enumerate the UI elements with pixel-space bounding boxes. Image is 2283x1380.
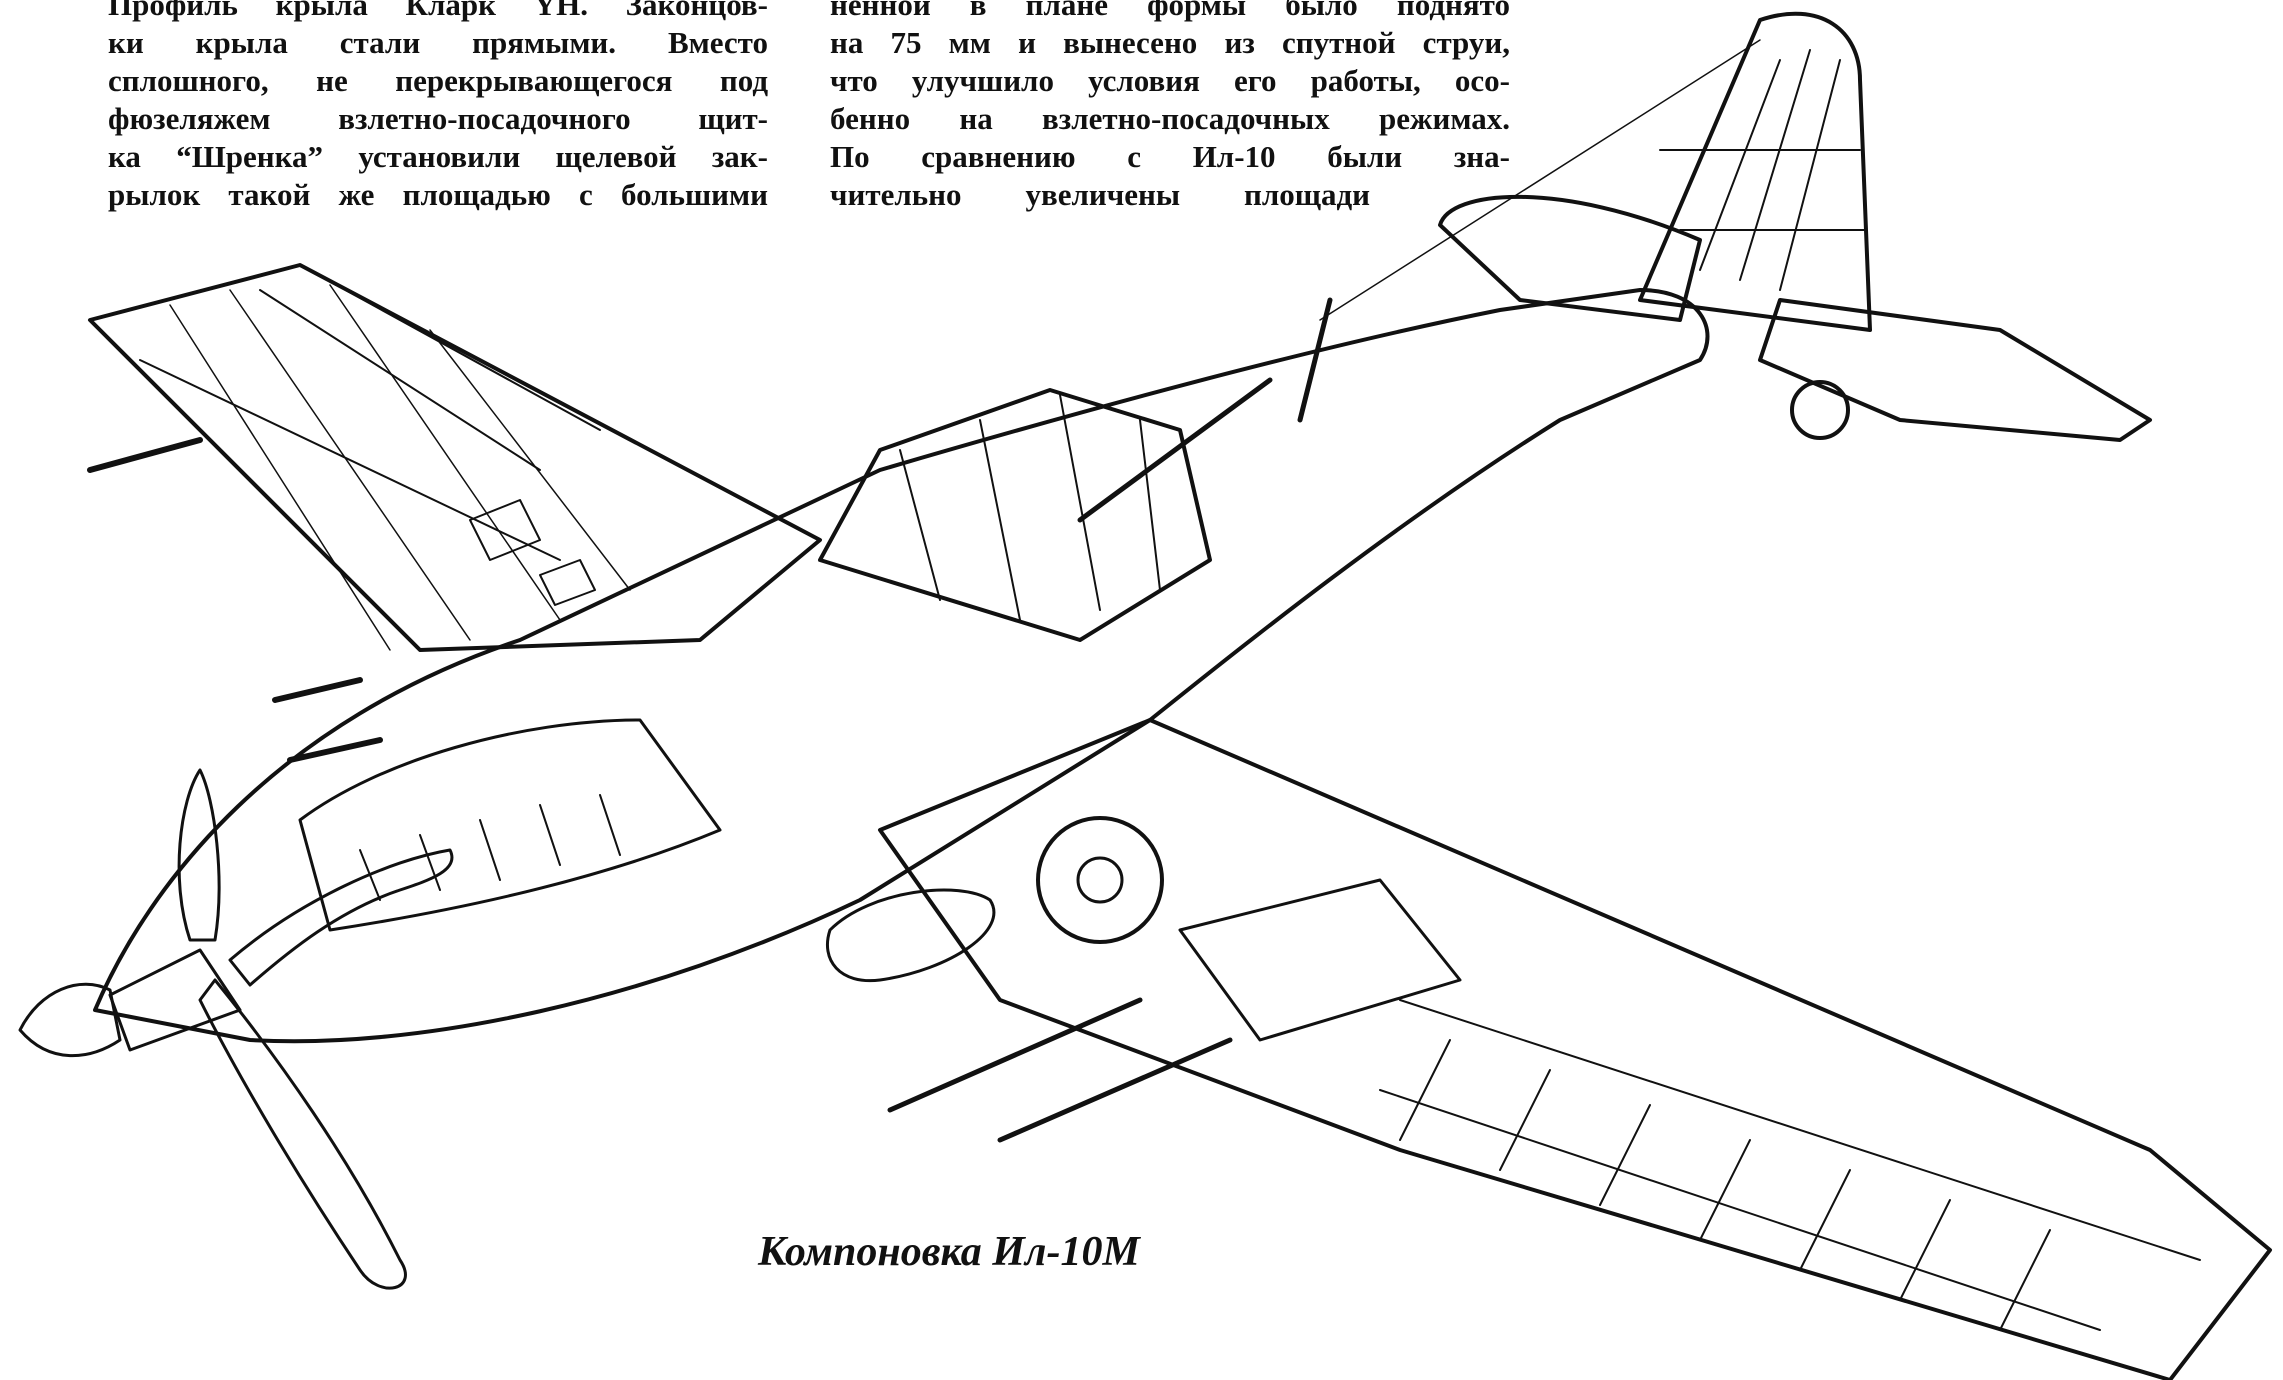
figure-caption: Компоновка Ил-10М <box>758 1229 1140 1275</box>
left-column-line: рылок такой же площадью с большими <box>108 177 768 212</box>
right-horizontal-stabilizer <box>1758 298 2152 442</box>
left-wing-gun <box>87 437 203 473</box>
canopy-frames <box>899 394 1161 621</box>
article-right-column: ненной в плане формы было поднято на 75 … <box>830 0 1510 214</box>
propeller-blade-right <box>228 848 454 987</box>
right-wing-ribs <box>1399 1039 2051 1331</box>
right-column-line: По сравнению с Ил-10 были зна- <box>830 139 1510 174</box>
left-horizontal-stabilizer <box>1438 194 1702 322</box>
right-column-line: бенно на взлетно-посадочных режимах. <box>830 101 1510 136</box>
left-wing <box>88 263 822 652</box>
exhaust-pipe-2 <box>287 737 383 763</box>
exhaust-pipe-1 <box>272 677 363 703</box>
wing-cannon-1 <box>887 997 1143 1113</box>
right-wing-aileron-line <box>1379 999 2201 1331</box>
left-column-line: Профиль крыла Кларк YH. Законцов- <box>108 0 768 22</box>
article-left-column: Профиль крыла Кларк YH. Законцов- ки кры… <box>108 0 768 214</box>
wing-marking <box>469 499 596 606</box>
left-wing-panel-lines <box>169 284 631 651</box>
fuselage <box>93 288 1710 1044</box>
propeller-hub <box>108 948 242 1052</box>
ammunition-box <box>1178 878 1462 1042</box>
main-wheel-hub <box>1076 856 1124 904</box>
engine-block <box>298 718 722 932</box>
wing-cannon-2 <box>997 1037 1233 1143</box>
left-column-line: сплошного, не перекрывающегося под <box>108 63 768 98</box>
right-column-line: чительно увеличены площади <box>830 177 1370 212</box>
propeller-blade-bottom <box>198 978 407 1290</box>
main-wheel <box>1036 816 1164 944</box>
antenna-wire <box>1319 39 1761 321</box>
vertical-stabilizer <box>1638 11 1872 332</box>
spinner-cone <box>18 982 122 1058</box>
left-wing-flap-line <box>139 264 601 561</box>
fin-ribs <box>1659 49 1866 291</box>
bomb <box>825 888 996 983</box>
propeller-blade-top <box>177 768 221 942</box>
tail-wheel <box>1790 380 1850 440</box>
canopy <box>818 388 1212 642</box>
radio-mast <box>1297 297 1333 423</box>
right-column-line: что улучшило условия его работы, осо- <box>830 63 1510 98</box>
right-column-line: ненной в плане формы было поднято <box>830 0 1510 22</box>
right-wing <box>878 718 2272 1380</box>
gunner-gun <box>1077 377 1273 523</box>
left-column-line: ки крыла стали прямыми. Вместо <box>108 25 768 60</box>
engine-cylinders <box>359 794 621 901</box>
right-column-line: на 75 мм и вынесено из спутной струи, <box>830 25 1510 60</box>
left-column-line: ка “Шренка” установили щелевой зак- <box>108 139 768 174</box>
left-column-line: фюзеляжем взлетно-посадочного щит- <box>108 101 768 136</box>
